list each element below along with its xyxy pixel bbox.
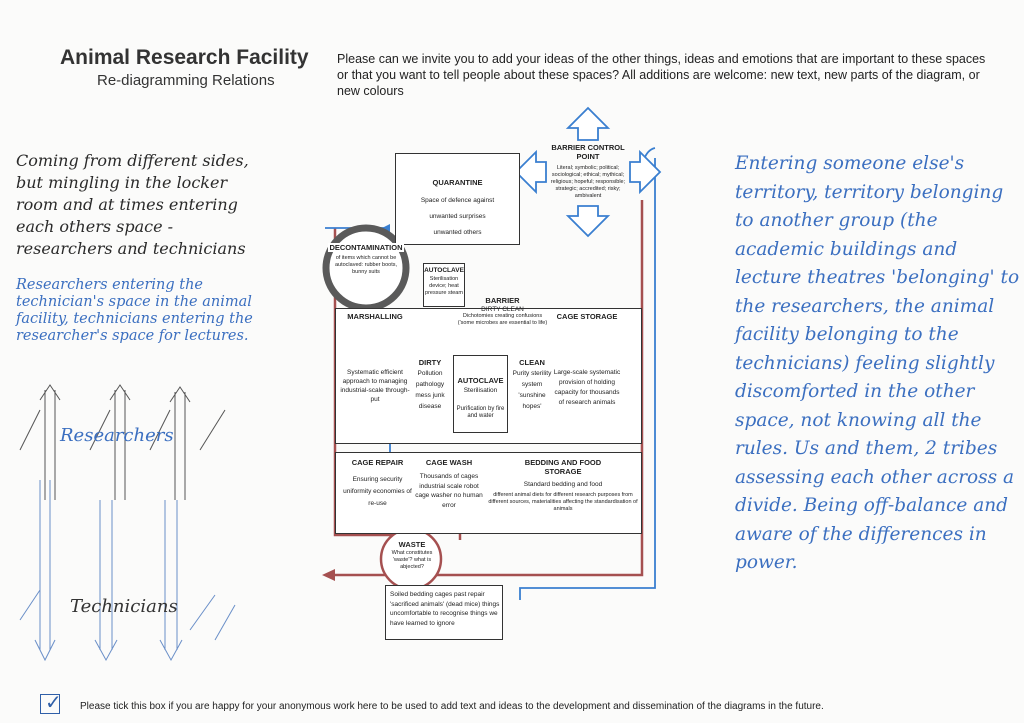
autoclave-mid-line-1: Sterilisation (463, 387, 498, 394)
barrier-sub: DIRTY CLEAN (481, 306, 524, 313)
barrier-control-text: Literal; symbolic; political; sociologic… (550, 165, 626, 199)
bedding-title: BEDDING AND FOOD STORAGE (524, 458, 602, 476)
researchers-sketch (19, 384, 226, 500)
left-note-blue: Researchers entering the technician's sp… (16, 277, 253, 344)
barrier-control-title: BARRIER CONTROL POINT (551, 143, 625, 161)
intro-text: Please can we invite you to add your ide… (337, 52, 986, 98)
waste-items-box: Soiled bedding cages past repair 'sacrif… (385, 585, 503, 640)
consent-text: Please tick this box if you are happy fo… (80, 701, 824, 712)
lower-facility-box (335, 452, 642, 534)
red-arrow-left (322, 569, 335, 581)
bedding-line-1: Standard bedding and food (523, 481, 603, 488)
cage-wash-text: Thousands of cages industrial scale robo… (415, 473, 483, 509)
autoclave-top-title: AUTOCLAVE (424, 267, 464, 274)
researchers-label: Researchers (60, 425, 174, 446)
quarantine-box: QUARANTINE Space of defence against unwa… (395, 153, 520, 245)
autoclave-mid-title: AUTOCLAVE (457, 376, 504, 385)
quarantine-line-2: unwanted surprises (429, 213, 486, 220)
technicians-sketch (19, 480, 236, 662)
autoclave-mid-line-2: Purification by fire and water (456, 406, 505, 419)
decontamination-label: DECONTAMINATION of items which cannot be… (328, 243, 404, 295)
right-note: Entering someone else's territory, terri… (735, 153, 1020, 573)
waste-title: WASTE (398, 540, 426, 549)
page-subtitle: Re-diagramming Relations (97, 72, 275, 89)
barrier-control-box: BARRIER CONTROL POINT Literal; symbolic;… (548, 143, 628, 213)
quarantine-line-3: unwanted others (433, 229, 482, 236)
marshalling-text: Systematic efficient approach to managin… (340, 369, 410, 403)
technicians-label: Technicians (70, 596, 178, 617)
consent-checkbox[interactable] (40, 694, 60, 714)
cage-storage-title: CAGE STORAGE (556, 312, 618, 321)
cage-wash-title: CAGE WASH (425, 458, 473, 467)
dirty-title: DIRTY (418, 358, 442, 367)
clean-text: Purity sterility system 'sunshine hopes' (512, 370, 552, 410)
barrier-title: BARRIER (485, 296, 520, 305)
autoclave-mid-box: AUTOCLAVE Sterilisation Purification by … (453, 355, 508, 433)
waste-text: What constitutes 'waste'? what is abject… (391, 550, 433, 570)
barrier-text: Dichotomies creating confusions ('some m… (457, 313, 548, 326)
quarantine-title: QUARANTINE (432, 178, 483, 187)
cage-repair-text: Ensuring security uniformity economies o… (343, 476, 412, 507)
bedding-text: different animal diets for different res… (488, 492, 638, 512)
left-note-black: Coming from different sides, but minglin… (16, 151, 249, 258)
autoclave-top-text: Sterilisation device; heat pressure stea… (425, 276, 463, 296)
checkmark-icon: ✓ (45, 692, 62, 714)
decontamination-text: of items which cannot be autoclaved: rub… (334, 255, 398, 275)
barrier-control-arrows (514, 106, 662, 238)
quarantine-line-1: Space of defence against (420, 197, 495, 204)
clean-title: CLEAN (519, 358, 545, 367)
marshalling-title: MARSHALLING (347, 312, 403, 321)
autoclave-top-box: AUTOCLAVE Sterilisation device; heat pre… (423, 263, 465, 307)
cage-repair-title: CAGE REPAIR (351, 458, 404, 467)
waste-items-text: Soiled bedding cages past repair 'sacrif… (390, 591, 500, 627)
page-title: Animal Research Facility (60, 46, 309, 69)
dirty-text: Pollution pathology mess junk disease (415, 370, 445, 410)
cage-storage-text: Large-scale systematic provision of hold… (553, 369, 621, 406)
decontamination-title: DECONTAMINATION (328, 243, 404, 252)
